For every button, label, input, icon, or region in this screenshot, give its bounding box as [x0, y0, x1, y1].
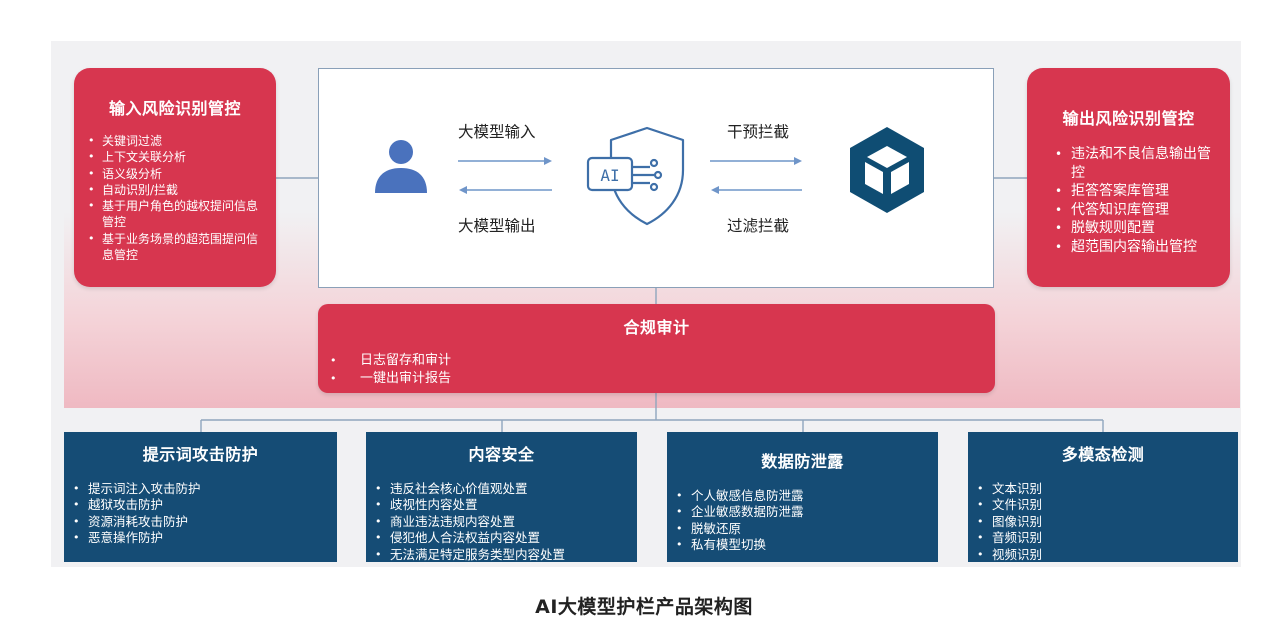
intercept-label: 干预拦截 [727, 123, 790, 141]
output-risk-card: 输出风险识别管控 违法和不良信息输出管控 拒答答案库管理 代答知识库管理 脱敏规… [1027, 68, 1230, 287]
filter-arrow [711, 186, 802, 194]
filter-label: 过滤拦截 [727, 217, 790, 235]
module-list: 文本识别 文件识别 图像识别 音频识别 视频识别 [968, 481, 1238, 563]
list-item: 越狱攻击防护 [64, 497, 337, 514]
list-item: 脱敏规则配置 [1027, 219, 1230, 238]
module-title: 多模态检测 [1061, 445, 1145, 464]
list-item: 个人敏感信息防泄露 [667, 488, 938, 505]
module-title: 提示词攻击防护 [142, 445, 259, 464]
model-input-label: 大模型输入 [458, 123, 536, 141]
list-item: 歧视性内容处置 [366, 497, 637, 514]
user-icon [375, 140, 427, 193]
list-item: 脱敏还原 [667, 521, 938, 538]
list-item: 私有模型切换 [667, 537, 938, 554]
list-item: 日志留存和审计 [318, 352, 995, 370]
list-item: 企业敏感数据防泄露 [667, 504, 938, 521]
list-item: 音频识别 [968, 530, 1238, 547]
list-item: 代答知识库管理 [1027, 201, 1230, 220]
module-list: 个人敏感信息防泄露 企业敏感数据防泄露 脱敏还原 私有模型切换 [667, 488, 938, 554]
list-item: 拒答答案库管理 [1027, 182, 1230, 201]
model-cube-icon [850, 127, 924, 213]
module-list: 违反社会核心价值观处置 歧视性内容处置 商业违法违规内容处置 侵犯他人合法权益内… [366, 481, 637, 563]
list-item: 关键词过滤 [74, 133, 276, 150]
list-item: 违法和不良信息输出管控 [1027, 145, 1230, 182]
list-item: 商业违法违规内容处置 [366, 514, 637, 531]
input-risk-card: 输入风险识别管控 关键词过滤 上下文关联分析 语义级分析 自动识别/拦截 基于用… [74, 68, 276, 287]
list-item: 基于用户角色的越权提问信息管控 [74, 198, 276, 231]
list-item: 恶意操作防护 [64, 530, 337, 547]
input-risk-list: 关键词过滤 上下文关联分析 语义级分析 自动识别/拦截 基于用户角色的越权提问信… [74, 133, 276, 263]
list-item: 基于业务场景的超范围提问信息管控 [74, 231, 276, 264]
compliance-list: 日志留存和审计 一键出审计报告 [318, 352, 995, 387]
ai-shield-text: AI [600, 166, 619, 185]
prompt-attack-card: 提示词攻击防护 提示词注入攻击防护 越狱攻击防护 资源消耗攻击防护 恶意操作防护 [64, 432, 337, 562]
list-item: 一键出审计报告 [318, 370, 995, 388]
model-output-label: 大模型输出 [458, 217, 536, 235]
ai-shield-icon [586, 126, 685, 226]
output-risk-title: 输出风险识别管控 [1062, 109, 1195, 128]
list-item: 语义级分析 [74, 166, 276, 183]
content-safety-card: 内容安全 违反社会核心价值观处置 歧视性内容处置 商业违法违规内容处置 侵犯他人… [366, 432, 637, 563]
list-item: 文本识别 [968, 481, 1238, 498]
compliance-title: 合规审计 [623, 318, 690, 337]
input-risk-title: 输入风险识别管控 [108, 99, 241, 118]
module-title: 内容安全 [468, 445, 535, 464]
module-list: 提示词注入攻击防护 越狱攻击防护 资源消耗攻击防护 恶意操作防护 [64, 481, 337, 547]
multimodal-detection-card: 多模态检测 文本识别 文件识别 图像识别 音频识别 视频识别 [968, 432, 1238, 563]
list-item: 视频识别 [968, 547, 1238, 564]
input-arrow [458, 157, 552, 165]
compliance-audit-card: 合规审计 日志留存和审计 一键出审计报告 [318, 304, 995, 393]
list-item: 文件识别 [968, 497, 1238, 514]
data-leak-card: 数据防泄露 个人敏感信息防泄露 企业敏感数据防泄露 脱敏还原 私有模型切换 [667, 432, 938, 562]
list-item: 超范围内容输出管控 [1027, 238, 1230, 257]
list-item: 无法满足特定服务类型内容处置 [366, 547, 637, 564]
output-risk-list: 违法和不良信息输出管控 拒答答案库管理 代答知识库管理 脱敏规则配置 超范围内容… [1027, 145, 1230, 257]
output-arrow [459, 186, 552, 194]
figure-caption: AI大模型护栏产品架构图 [535, 596, 753, 618]
module-title: 数据防泄露 [761, 452, 844, 471]
list-item: 侵犯他人合法权益内容处置 [366, 530, 637, 547]
list-item: 自动识别/拦截 [74, 182, 276, 199]
list-item: 图像识别 [968, 514, 1238, 531]
list-item: 上下文关联分析 [74, 149, 276, 166]
intercept-arrow [710, 157, 802, 165]
list-item: 提示词注入攻击防护 [64, 481, 337, 498]
list-item: 资源消耗攻击防护 [64, 514, 337, 531]
list-item: 违反社会核心价值观处置 [366, 481, 637, 498]
